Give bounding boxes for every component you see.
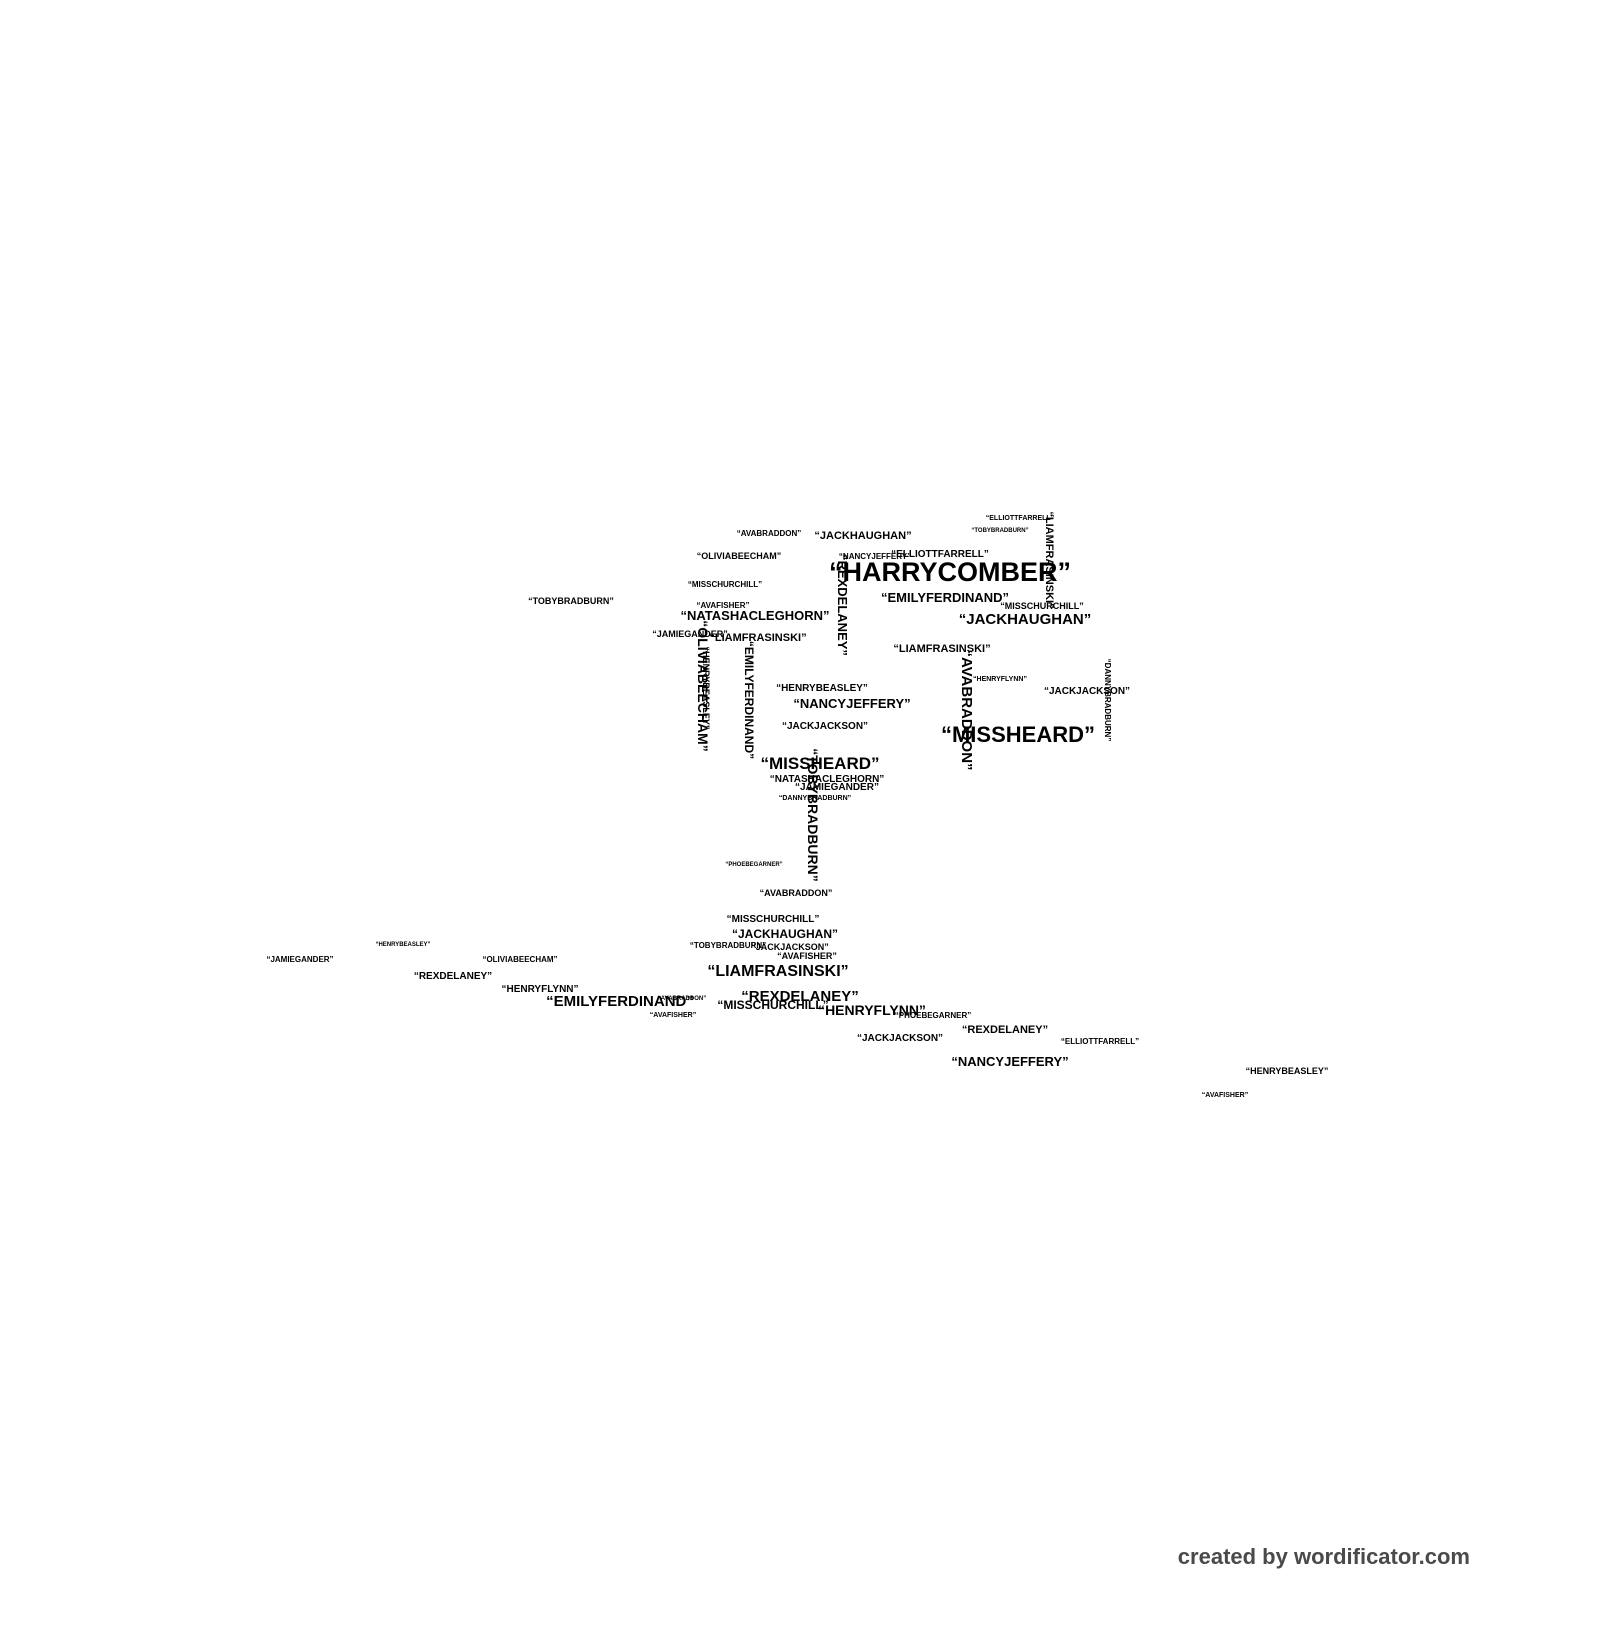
cloud-word: “ELLIOTTFARRELL” [1061,1037,1139,1046]
cloud-word: “OLIVIABEECHAM” [697,551,782,561]
cloud-word: “JACKJACKSON” [1044,686,1130,697]
cloud-word: “JACKJACKSON” [751,942,829,952]
cloud-word: “NATASHACLEGHORN” [770,774,885,785]
cloud-word: “MISSCHURCHILL” [717,998,828,1012]
cloud-word: “JACKJACKSON” [782,721,868,732]
cloud-word: “JAMIEGANDER” [266,955,333,964]
cloud-word: “PHOEBEGARNER” [725,862,782,868]
cloud-word: “HENRYBEASLEY” [375,942,430,948]
cloud-word: “AVABRADDON” [760,888,833,898]
cloud-word: “HENRYFLYNN” [818,1002,926,1018]
cloud-word: “ELLIOTTFARRELL” [986,515,1054,522]
cloud-word: “ELLIOTTFARRELL” [891,549,989,560]
cloud-word: “REXDELANEY” [962,1024,1048,1036]
cloud-word: “TOBYBRADBURN” [971,528,1028,534]
cloud-word: “AVAFISHER” [650,1012,696,1019]
cloud-word: “JACKHAUGHAN” [814,530,911,542]
cloud-word: “AVABRADDON” [658,996,706,1002]
cloud-word: “HENRYFLYNN” [501,984,578,995]
cloud-word: “AVAFISHER” [1202,1092,1248,1099]
cloud-word: “LIAMFRASINSKI” [709,632,806,644]
cloud-word: “AVAFISHER” [696,601,749,610]
cloud-word: “LIAMFRASINSKI” [1043,511,1055,608]
cloud-word: “AVABRADDON” [737,529,802,538]
cloud-word: “REXDELANEY” [835,554,850,656]
cloud-word: “REXDELANEY” [741,988,859,1005]
credit-text: created by wordificator.com [1177,1544,1470,1569]
cloud-word: “JACKJACKSON” [857,1033,943,1044]
cloud-word: “MISSCHURCHILL” [727,914,820,925]
cloud-word: “MISSHEARD” [941,722,1095,747]
cloud-word: “JAMIEGANDER” [652,629,728,639]
cloud-word: “OLIVIABEECHAM” [695,620,711,751]
cloud-word: “JACKHAUGHAN” [959,611,1092,628]
cloud-word: “NANCYJEFFERY” [793,696,910,711]
cloud-word: “DANNYBRADBURN” [779,795,851,802]
cloud-word: “LIAMFRASINSKI” [707,963,848,980]
cloud-word: “REXDELANEY” [414,971,492,982]
cloud-word: “LIAMFRASINSKI” [893,643,990,655]
cloud-word: “AVABRADDON” [958,649,975,770]
cloud-word: “OLIVIABEECHAM” [482,955,557,964]
cloud-word: “NANCYJEFFERY” [839,552,911,561]
cloud-word: “MISSCHURCHILL” [688,580,762,589]
cloud-word: “PHOEBEGARNER” [895,1011,971,1020]
cloud-word: “JAMIEGANDER” [795,782,879,793]
cloud-word: “NANCYJEFFERY” [951,1054,1068,1069]
cloud-word: “TOBYBRADBURN” [805,748,821,882]
cloud-word: “HARRYCOMBER” [829,557,1071,587]
cloud-word: “HENRYBEASLEY” [701,647,711,730]
cloud-word: “TOBYBRADBURN” [528,596,614,606]
cloud-word: “EMILYFERDINAND” [742,641,756,759]
cloud-word: “AVAFISHER” [777,951,837,961]
cloud-word: “NATASHACLEGHORN” [680,608,829,623]
cloud-word: “TOBYBRADBURN” [690,941,766,950]
cloud-word: “DANNYBRADBURN” [1103,659,1112,742]
cloud-word: “MISSHEARD” [760,754,879,773]
cloud-word: “HENRYBEASLEY” [1246,1066,1329,1076]
cloud-word: “HENRYFLYNN” [973,676,1027,683]
cloud-word: “MISSCHURCHILL” [1000,601,1084,611]
cloud-word: “EMILYFERDINAND” [881,590,1009,605]
cloud-word: “HENRYBEASLEY” [776,683,868,694]
cloud-word: “EMILYFERDINAND” [546,993,694,1010]
cloud-word: “JACKHAUGHAN” [732,927,838,941]
